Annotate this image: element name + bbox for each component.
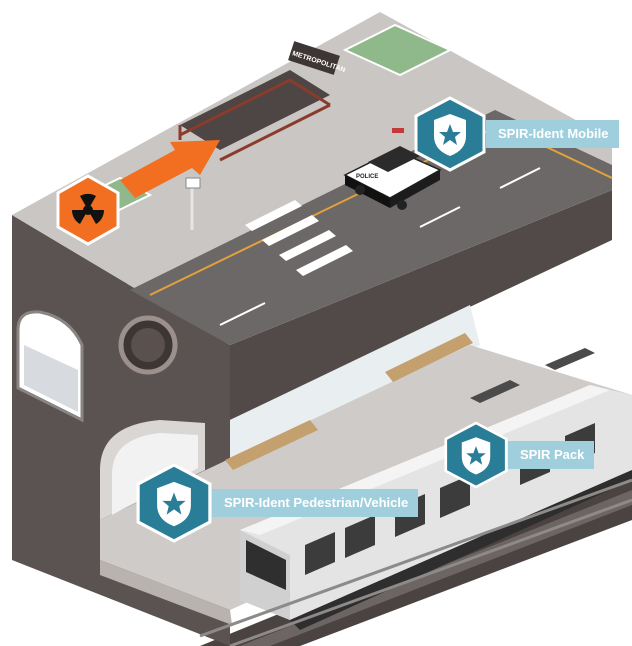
callout-spir-pack: SPIR Pack bbox=[444, 420, 595, 490]
rails bbox=[199, 478, 632, 646]
callout-spir-ident-mobile: SPIR-Ident Mobile bbox=[414, 96, 619, 172]
callout-label: SPIR-Ident Mobile bbox=[486, 120, 619, 148]
callout-spir-ident-pedestrian-vehicle: SPIR-Ident Pedestrian/Vehicle bbox=[136, 462, 419, 544]
crosswalk bbox=[245, 200, 353, 276]
rooftop-road bbox=[130, 110, 612, 345]
train-windshield bbox=[246, 540, 286, 590]
shield-star-icon bbox=[414, 96, 486, 172]
callout-label: SPIR-Ident Pedestrian/Vehicle bbox=[212, 489, 419, 517]
building-front-face bbox=[230, 190, 612, 420]
route-arrow bbox=[120, 140, 220, 198]
entrance-railing bbox=[178, 78, 331, 162]
rooftop-sidewalk bbox=[12, 12, 612, 345]
callout-label: SPIR Pack bbox=[508, 441, 595, 469]
platform-floor bbox=[100, 345, 632, 610]
shield-star-icon bbox=[136, 462, 212, 544]
shield-star-icon bbox=[444, 420, 508, 490]
radiation-icon bbox=[56, 174, 120, 246]
police-car: POLICE bbox=[343, 128, 442, 210]
metro-entrance bbox=[180, 70, 330, 150]
platform-edge bbox=[100, 560, 232, 625]
grass-patch bbox=[342, 23, 453, 77]
police-label: POLICE bbox=[356, 174, 378, 180]
platform-benches bbox=[225, 333, 473, 470]
